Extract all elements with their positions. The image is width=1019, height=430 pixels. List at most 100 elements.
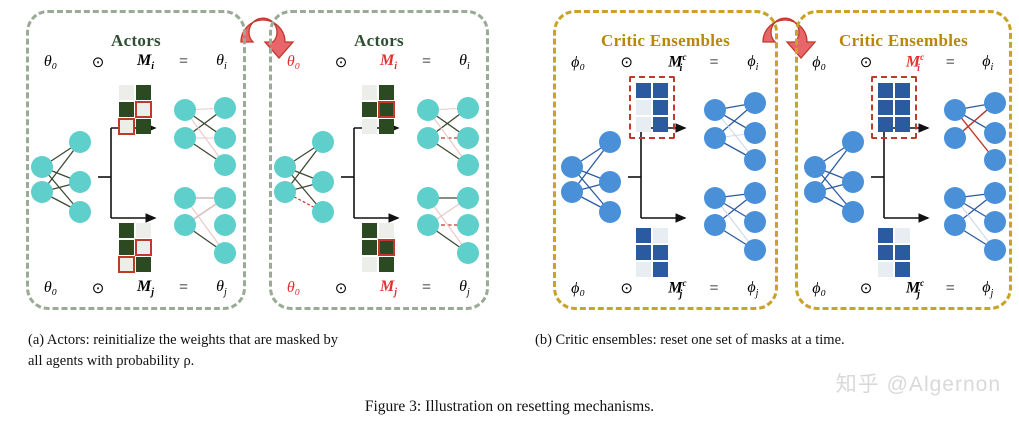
mask-cell bbox=[362, 240, 377, 255]
equation-actors-before-bottom: θ₀ ⊙ Mj = θj bbox=[26, 278, 246, 298]
panel-title-critics-before: Critic Ensembles bbox=[601, 31, 730, 50]
theta-initial: θ₀ bbox=[286, 279, 301, 297]
caption-a-line1: (a) Actors: reinitialize the weights tha… bbox=[28, 332, 339, 348]
mask-cell bbox=[379, 85, 394, 100]
equals-sign: = bbox=[945, 53, 955, 71]
theta-initial: θ₀ bbox=[43, 53, 58, 71]
mask-cell bbox=[135, 239, 152, 256]
caption-a-line2: all agents with probability ρ. bbox=[28, 353, 195, 370]
mask-cell bbox=[636, 245, 651, 260]
equation-critics-before-top: ϕ₀ ⊙ Mci = ϕi bbox=[553, 52, 778, 74]
equals-sign: = bbox=[709, 279, 719, 297]
mask-cell bbox=[653, 100, 668, 115]
theta-out: θj bbox=[216, 278, 227, 299]
mask-symbol: Mcj bbox=[668, 278, 687, 300]
mask-cell bbox=[119, 223, 134, 238]
mask-grid-critics-after-bottom bbox=[878, 228, 910, 277]
mask-cell bbox=[878, 83, 893, 98]
hadamard-icon: ⊙ bbox=[91, 280, 105, 297]
hadamard-icon: ⊙ bbox=[334, 54, 348, 71]
mask-cell bbox=[653, 83, 668, 98]
phi-initial: ϕ₀ bbox=[571, 53, 586, 71]
equals-sign: = bbox=[945, 279, 955, 297]
phi-out: ϕi bbox=[747, 52, 759, 73]
mask-cell bbox=[118, 256, 135, 273]
mask-cell bbox=[636, 117, 651, 132]
mask-cell bbox=[379, 119, 394, 134]
hadamard-icon: ⊙ bbox=[620, 55, 633, 72]
mask-cell bbox=[878, 262, 893, 277]
watermark: 知乎 @Algernon bbox=[835, 373, 1001, 396]
phi-initial: ϕ₀ bbox=[571, 279, 586, 297]
phi-out: ϕi bbox=[982, 52, 994, 73]
mask-grid-actors-after-top bbox=[362, 85, 395, 134]
mask-grid-critics-before-top bbox=[629, 76, 675, 139]
mask-symbol: Mj bbox=[136, 278, 154, 299]
mask-cell bbox=[379, 223, 394, 238]
panel-critics-after: Critic Ensembles bbox=[795, 10, 1012, 310]
hadamard-icon: ⊙ bbox=[620, 281, 633, 298]
panel-title-actors-before: Actors bbox=[111, 31, 161, 50]
equation-actors-after-bottom: θ₀ ⊙ Mj = θj bbox=[269, 278, 489, 298]
theta-initial: θ₀ bbox=[43, 279, 58, 297]
mask-cell bbox=[895, 245, 910, 260]
mask-symbol: Mi bbox=[379, 52, 397, 73]
theta-initial: θ₀ bbox=[286, 53, 301, 71]
mask-cell bbox=[895, 117, 910, 132]
mask-cell bbox=[136, 119, 151, 134]
mask-cell bbox=[379, 257, 394, 272]
equals-sign: = bbox=[709, 53, 719, 71]
mask-cell bbox=[378, 101, 395, 118]
mask-cell bbox=[118, 118, 135, 135]
phi-out: ϕj bbox=[982, 278, 994, 299]
theta-out: θj bbox=[459, 278, 470, 299]
mask-symbol: Mi bbox=[136, 52, 154, 73]
mask-symbol: Mci bbox=[668, 52, 687, 74]
phi-out: ϕj bbox=[747, 278, 759, 299]
mask-cell bbox=[636, 100, 651, 115]
mask-cell bbox=[878, 117, 893, 132]
hadamard-icon: ⊙ bbox=[859, 55, 873, 72]
mask-grid-actors-after-bottom bbox=[362, 223, 395, 272]
equation-actors-after-top: θ₀ ⊙ Mi = θi bbox=[269, 52, 489, 72]
mask-cell bbox=[636, 83, 651, 98]
equals-sign: = bbox=[178, 279, 188, 297]
mask-cell bbox=[653, 228, 668, 243]
panel-title-actors-after: Actors bbox=[354, 31, 404, 50]
mask-cell bbox=[136, 257, 151, 272]
theta-out: θi bbox=[459, 52, 470, 73]
equation-actors-before-top: θ₀ ⊙ Mi = θi bbox=[26, 52, 246, 72]
mask-cell bbox=[636, 228, 651, 243]
mask-cell bbox=[362, 119, 377, 134]
mask-cell bbox=[136, 223, 151, 238]
mask-cell bbox=[878, 228, 893, 243]
mask-cell bbox=[362, 102, 377, 117]
equals-sign: = bbox=[421, 279, 431, 297]
mask-cell bbox=[135, 101, 152, 118]
equation-critics-after-bottom: ϕ₀ ⊙ Mcj = ϕj bbox=[795, 278, 1012, 300]
mask-cell bbox=[878, 100, 893, 115]
phi-initial: ϕ₀ bbox=[812, 53, 827, 71]
equation-critics-before-bottom: ϕ₀ ⊙ Mcj = ϕj bbox=[553, 278, 778, 300]
hadamard-icon: ⊙ bbox=[859, 281, 873, 298]
mask-cell bbox=[895, 228, 910, 243]
equation-critics-after-top: ϕ₀ ⊙ Mci = ϕi bbox=[795, 52, 1012, 74]
mask-grid-actors-before-bottom bbox=[118, 223, 152, 273]
mask-cell bbox=[895, 262, 910, 277]
hadamard-icon: ⊙ bbox=[334, 280, 348, 297]
mask-cell bbox=[119, 102, 134, 117]
mask-grid-critics-after-top bbox=[871, 76, 917, 139]
mask-cell bbox=[895, 100, 910, 115]
mask-symbol: Mcj bbox=[905, 278, 925, 300]
panel-actors-after: Actors bbox=[269, 10, 489, 310]
subfigure-caption-a: (a) Actors: reinitialize the weights tha… bbox=[28, 330, 498, 372]
mask-grid-actors-before-top bbox=[118, 85, 152, 135]
mask-cell bbox=[378, 239, 395, 256]
phi-initial: ϕ₀ bbox=[812, 279, 827, 297]
panel-title-critics-after: Critic Ensembles bbox=[839, 31, 968, 50]
subfigure-caption-b: (b) Critic ensembles: reset one set of m… bbox=[535, 330, 1015, 351]
mask-cell bbox=[136, 85, 151, 100]
hadamard-icon: ⊙ bbox=[91, 54, 105, 71]
figure-caption: Figure 3: Illustration on resetting mech… bbox=[364, 398, 655, 415]
